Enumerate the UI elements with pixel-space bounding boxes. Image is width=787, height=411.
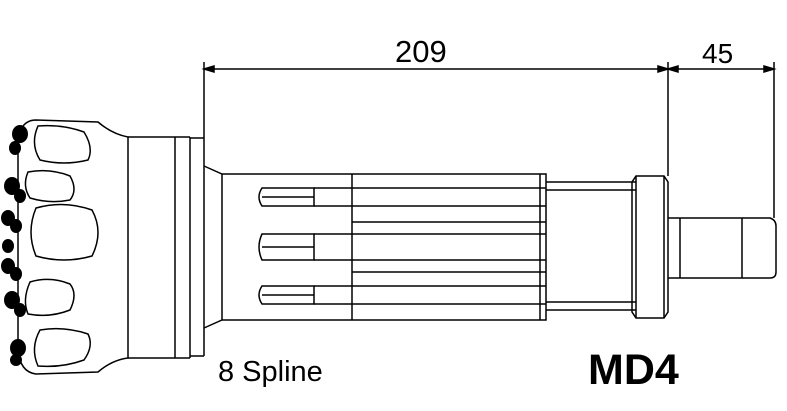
shank-tip	[668, 217, 777, 279]
dimension-lines	[201, 62, 777, 218]
collar	[546, 175, 669, 319]
dimension-label-209: 209	[395, 34, 447, 69]
bit-head	[17, 119, 205, 375]
spline-caption: 8 Spline	[218, 356, 323, 388]
dimension-label-45: 45	[702, 38, 734, 69]
spline-shaft	[203, 165, 547, 329]
carbide-buttons	[1, 125, 28, 366]
model-caption: MD4	[588, 346, 679, 394]
